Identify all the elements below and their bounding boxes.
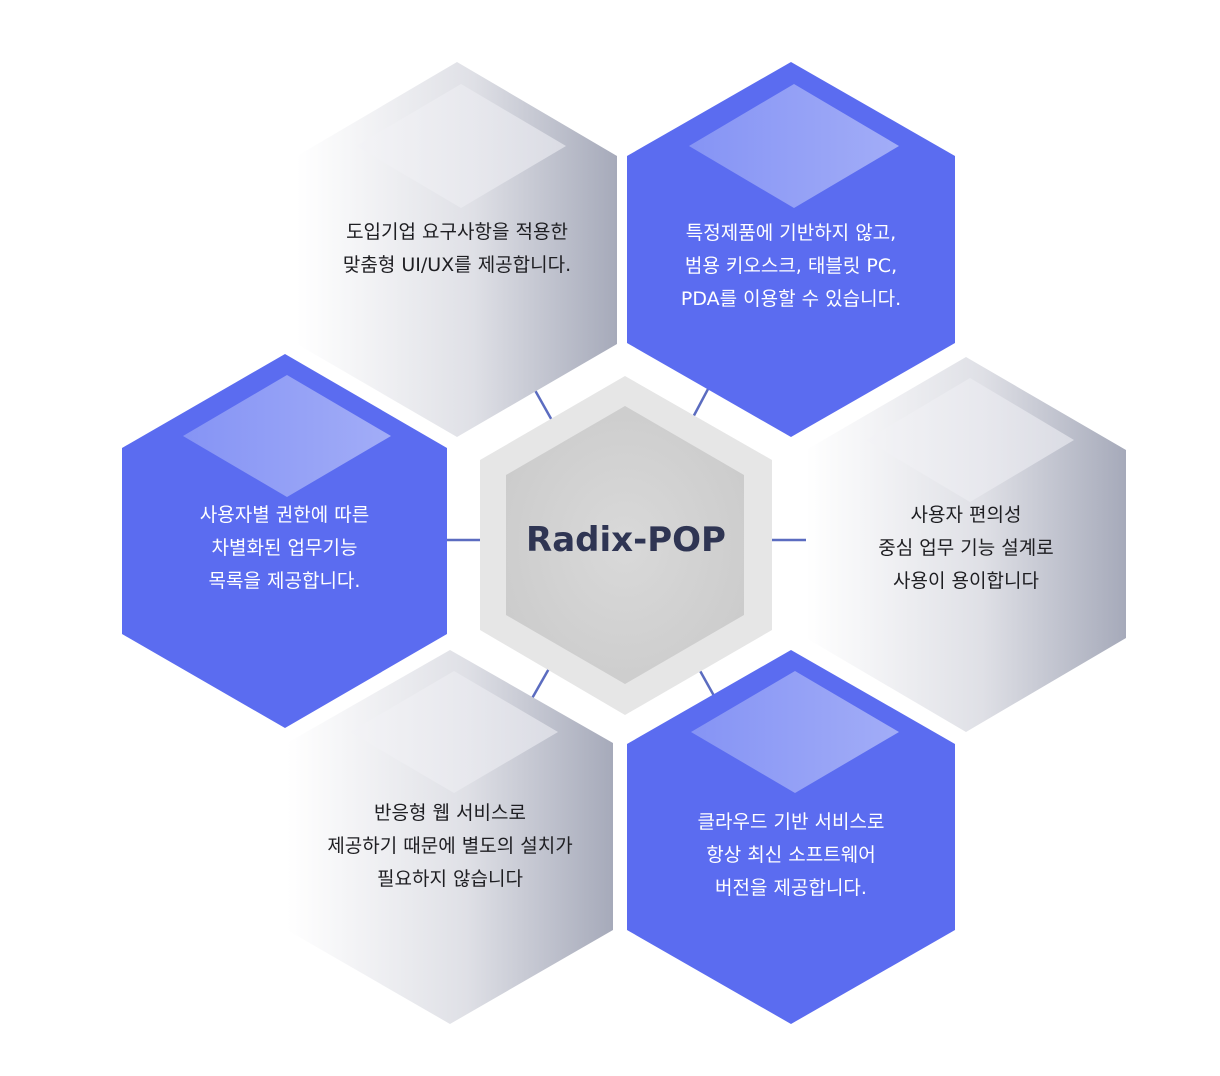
text-line: 범용 키오스크, 태블릿 PC, [684,255,898,277]
hexagon-mid-right-text: 사용자 편의성 중심 업무 기능 설계로 사용이 용이합니다 [806,499,1126,598]
hexagon-center [480,376,772,715]
text-line: 목록을 제공합니다. [208,570,361,592]
center-title: Radix-POP [526,520,726,560]
text-line: 사용자 편의성 [910,504,1022,526]
text-line: 항상 최신 소프트웨어 [706,844,876,866]
hexagon-top-left-text: 도입기업 요구사항을 적용한 맞춤형 UI/UX를 제공합니다. [297,216,617,282]
text-line: 제공하기 때문에 별도의 설치가 [327,835,573,857]
text-line: 버전을 제공합니다. [715,877,867,899]
text-line: 도입기업 요구사항을 적용한 [346,221,568,243]
text-line: 특정제품에 기반하지 않고, [685,222,897,244]
text-line: 사용이 용이합니다 [893,570,1039,592]
hexagon-mid-left-text: 사용자별 권한에 따른 차별화된 업무기능 목록을 제공합니다. [122,499,447,598]
text-line: 중심 업무 기능 설계로 [878,537,1054,559]
hexagon-bottom-left [287,650,613,1024]
hexagon-bottom-left-text: 반응형 웹 서비스로 제공하기 때문에 별도의 설치가 필요하지 않습니다 [287,797,613,896]
hexagon-top-right [627,62,955,437]
text-line: PDA를 이용할 수 있습니다. [680,288,902,310]
text-line: 반응형 웹 서비스로 [374,802,526,824]
hexagon-bottom-right-text: 클라우드 기반 서비스로 항상 최신 소프트웨어 버전을 제공합니다. [627,806,955,905]
hexagon-mid-right [806,357,1126,732]
hexagon-top-left [297,62,617,437]
text-line: 필요하지 않습니다 [377,868,523,890]
text-line: 사용자별 권한에 따른 [199,504,370,526]
text-line: 클라우드 기반 서비스로 [697,811,885,833]
hexagon-top-right-text: 특정제품에 기반하지 않고, 범용 키오스크, 태블릿 PC, PDA를 이용할… [627,217,955,316]
text-line: 차별화된 업무기능 [211,537,358,559]
hexagon-bottom-right [627,650,955,1024]
hexagon-mid-left [122,354,447,728]
text-line: 맞춤형 UI/UX를 제공합니다. [342,254,572,276]
